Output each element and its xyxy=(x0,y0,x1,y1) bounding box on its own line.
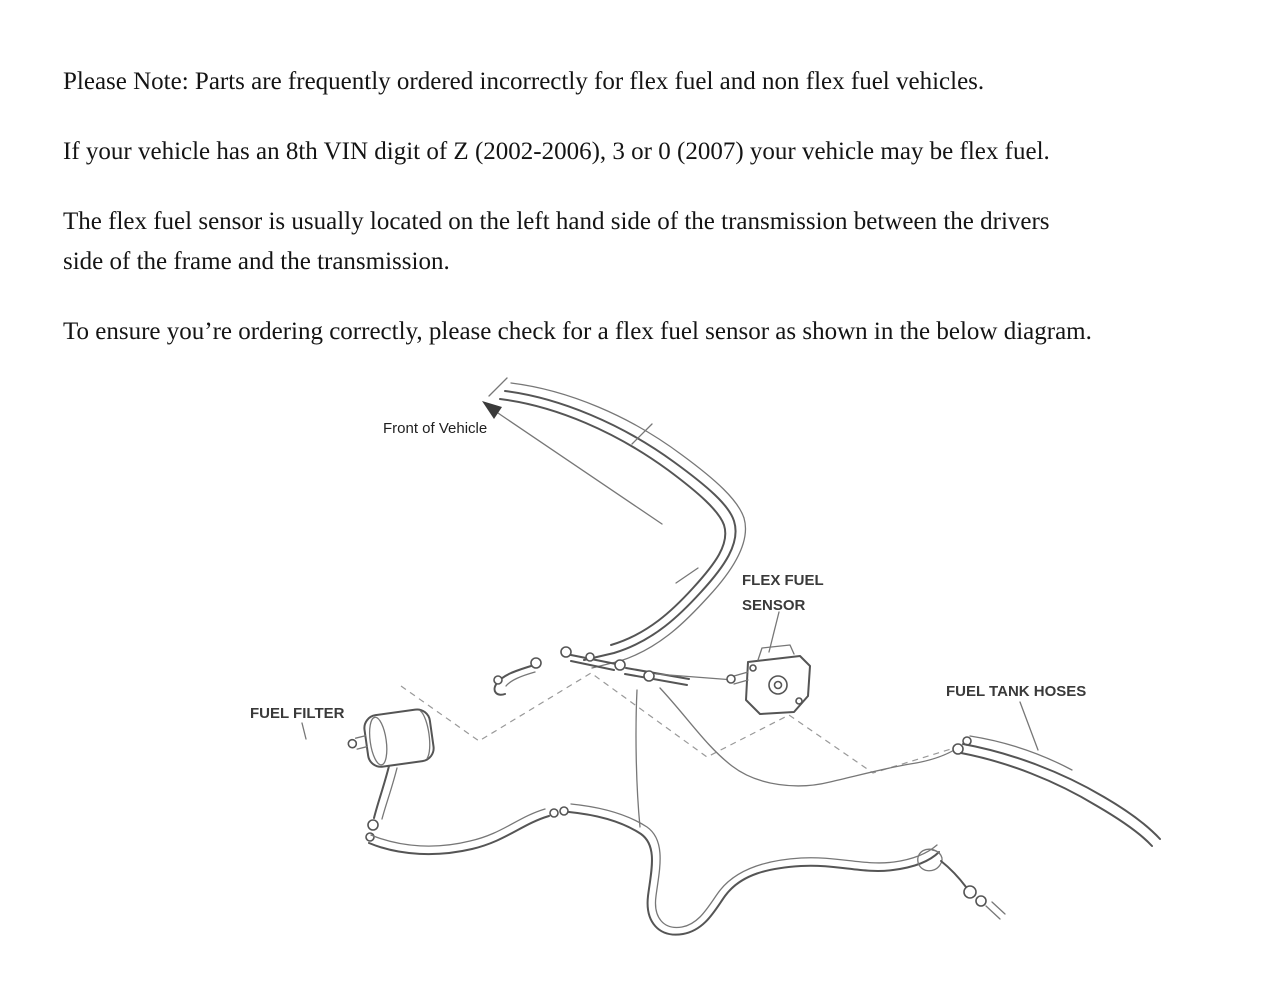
filter-inlet-stub xyxy=(354,735,368,750)
sensor-location-line-1: The flex fuel sensor is usually located … xyxy=(63,208,1050,235)
flex-fuel-sensor-label: FLEX FUEL SENSOR xyxy=(742,568,824,618)
filter-end-cap xyxy=(368,716,388,766)
front-of-vehicle-arrow xyxy=(482,401,663,525)
fitting-circle xyxy=(975,895,987,907)
intro-text: Please Note: Parts are frequently ordere… xyxy=(63,62,1273,382)
filter-canister xyxy=(347,708,435,768)
pipe-break-mark xyxy=(631,423,653,445)
pipe-break-mark xyxy=(488,377,508,397)
fitting-circle xyxy=(726,674,736,684)
tank-hose xyxy=(962,743,1161,840)
tank-hose xyxy=(969,735,1073,771)
sensor-stub xyxy=(733,671,749,685)
bolt-circle xyxy=(749,664,757,672)
filter-body xyxy=(363,708,435,768)
fitting-circle xyxy=(643,670,655,682)
fitting-circle xyxy=(963,885,977,899)
fitting-circle xyxy=(347,738,358,749)
hose-loop xyxy=(505,671,536,687)
pipe-segment xyxy=(370,808,546,847)
arrow-head xyxy=(482,401,502,419)
fuel-filter-label: FUEL FILTER xyxy=(250,705,345,722)
paragraph-please-note: Please Note: Parts are frequently ordere… xyxy=(63,68,985,95)
lower-fuel-lines xyxy=(368,803,1006,936)
front-of-vehicle-label: Front of Vehicle xyxy=(383,420,488,437)
fitting-circle xyxy=(530,657,542,669)
pipe-loop xyxy=(570,803,938,929)
fitting-cluster xyxy=(493,646,735,828)
fitting-circle xyxy=(549,808,559,818)
arrow-shaft xyxy=(494,410,663,525)
flex-fuel-sensor-label-line2: SENSOR xyxy=(742,597,806,614)
tank-hoses-leader-line xyxy=(1019,701,1039,751)
paragraph-sensor-location: The flex fuel sensor is usually located … xyxy=(63,202,1273,282)
fitting-circle xyxy=(585,652,595,662)
pipe-segment xyxy=(655,673,735,681)
upper-fuel-lines xyxy=(488,377,747,669)
filter-outlet-hose xyxy=(373,765,390,819)
filter-outlet-hose xyxy=(381,767,398,820)
pipe-segment xyxy=(499,398,727,646)
fitting-circle xyxy=(614,659,626,671)
pipe-stub xyxy=(985,901,1006,920)
pipe-segment xyxy=(940,860,967,888)
connecting-hose xyxy=(659,687,957,787)
fitting-circle xyxy=(367,819,379,831)
paragraph-check-diagram: To ensure you’re ordering correctly, ple… xyxy=(63,318,1092,345)
sensor-port xyxy=(773,680,783,690)
frame-dashed-line xyxy=(400,672,952,774)
sensor-bracket xyxy=(757,644,795,661)
fitting-circle xyxy=(952,743,964,755)
sensor-location-line-2: side of the frame and the transmission. xyxy=(63,248,450,275)
tank-hose xyxy=(960,752,1153,847)
sensor-leader-line xyxy=(768,611,780,653)
fitting-circle xyxy=(560,646,572,658)
pipe-break-mark xyxy=(675,567,699,584)
fitting-circle xyxy=(493,675,503,685)
filter-end-cap xyxy=(419,710,431,760)
pipe-segment xyxy=(368,815,550,856)
pipe-curl xyxy=(917,848,943,872)
vertical-drop-line xyxy=(635,689,641,828)
fuel-filter-drawing xyxy=(301,708,435,842)
bolt-circle xyxy=(795,697,803,705)
paragraph-vin-info: If your vehicle has an 8th VIN digit of … xyxy=(63,138,1050,165)
fitting-circle xyxy=(559,806,569,816)
flex-fuel-sensor-label-line1: FLEX FUEL xyxy=(742,572,824,589)
fuel-tank-hoses-drawing xyxy=(659,687,1161,847)
pipe-loop xyxy=(568,811,940,936)
flex-fuel-sensor-drawing xyxy=(726,611,811,715)
fuel-tank-hoses-label: FUEL TANK HOSES xyxy=(946,683,1087,700)
fitting-circle xyxy=(365,832,375,842)
filter-leader-line xyxy=(301,722,307,740)
pipe-segment xyxy=(504,390,737,661)
pipe-segment xyxy=(510,382,747,669)
